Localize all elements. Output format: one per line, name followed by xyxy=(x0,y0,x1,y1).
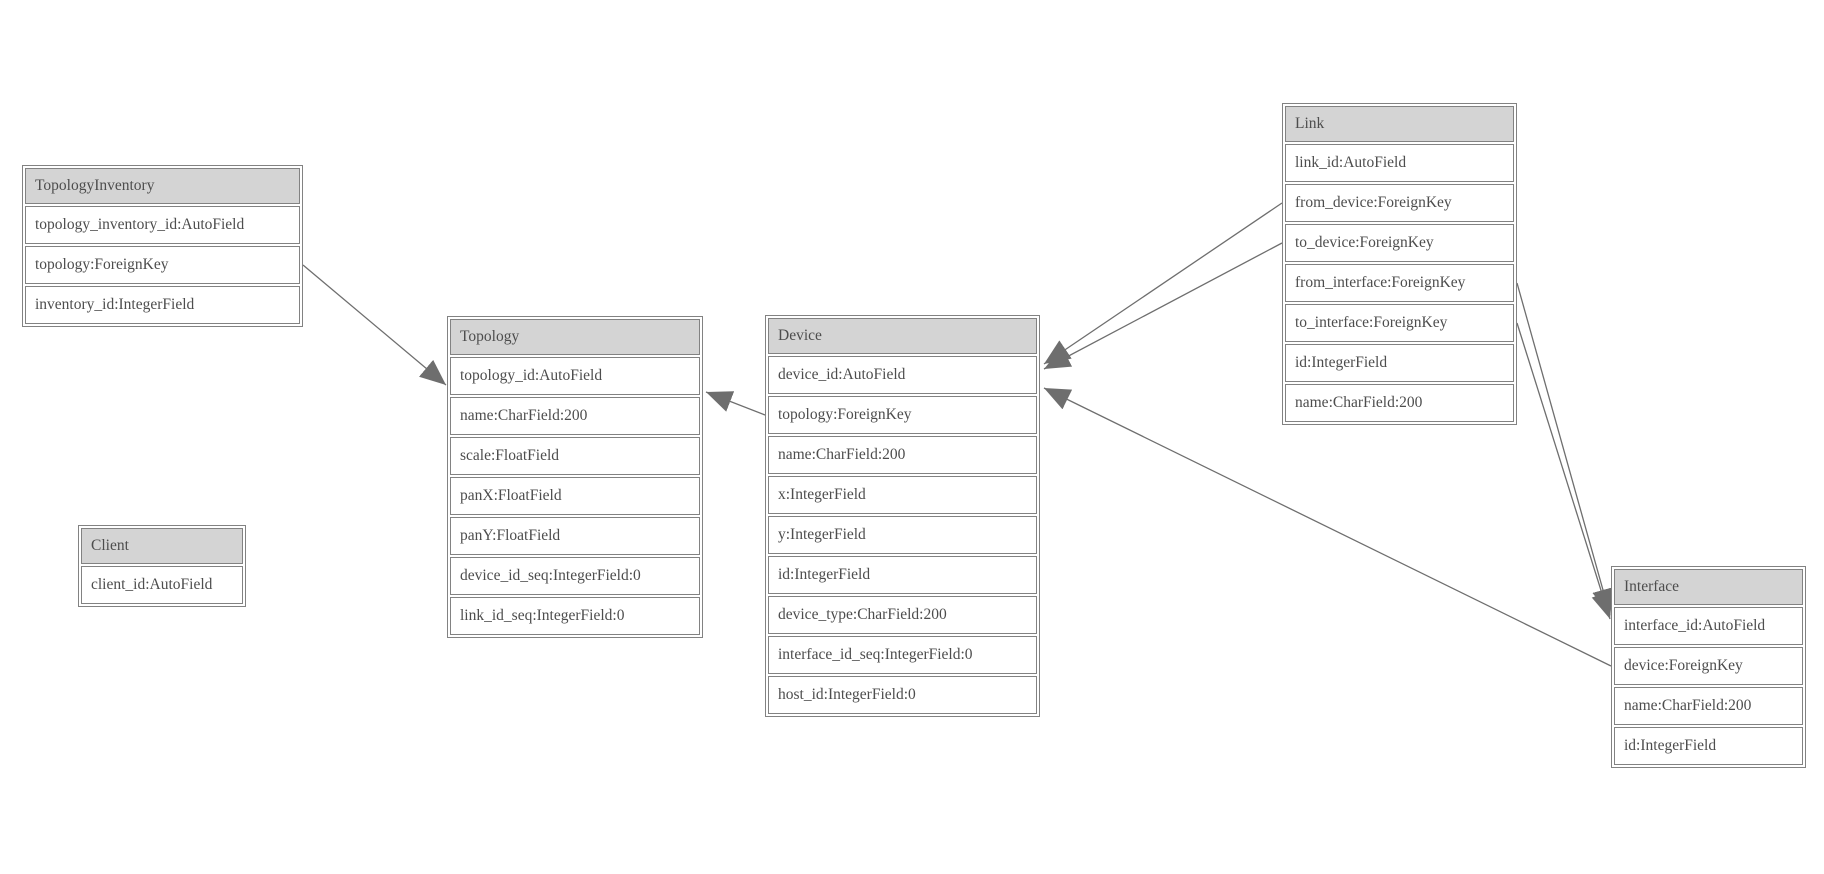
field-row-topology-inventory-1: topology:ForeignKey xyxy=(25,246,300,284)
field-row-topology-1: name:CharField:200 xyxy=(450,397,700,435)
field-row-topology-2: scale:FloatField xyxy=(450,437,700,475)
entity-title-topology-inventory: TopologyInventory xyxy=(25,168,300,204)
field-row-link-0: link_id:AutoField xyxy=(1285,144,1514,182)
field-row-device-1: topology:ForeignKey xyxy=(768,396,1037,434)
relationship-device.topology-to-topology xyxy=(705,391,766,416)
relationship-link.to-interface-to-interface xyxy=(1516,322,1613,620)
field-row-device-7: interface_id_seq:IntegerField:0 xyxy=(768,636,1037,674)
field-row-topology-4: panY:FloatField xyxy=(450,517,700,555)
relationship-link.from-device-to-device xyxy=(1043,202,1283,365)
field-row-device-6: device_type:CharField:200 xyxy=(768,596,1037,634)
entity-title-topology: Topology xyxy=(450,319,700,355)
relationship-link.from-interface-to-interface xyxy=(1516,282,1614,616)
field-row-device-5: id:IntegerField xyxy=(768,556,1037,594)
field-row-link-4: to_interface:ForeignKey xyxy=(1285,304,1514,342)
field-row-device-8: host_id:IntegerField:0 xyxy=(768,676,1037,714)
relationship-topology-inventory.topology-to-topology xyxy=(302,264,447,386)
field-row-interface-0: interface_id:AutoField xyxy=(1614,607,1803,645)
field-row-device-2: name:CharField:200 xyxy=(768,436,1037,474)
field-row-link-5: id:IntegerField xyxy=(1285,344,1514,382)
field-row-topology-inventory-0: topology_inventory_id:AutoField xyxy=(25,206,300,244)
entity-title-device: Device xyxy=(768,318,1037,354)
field-row-device-4: y:IntegerField xyxy=(768,516,1037,554)
field-row-link-1: from_device:ForeignKey xyxy=(1285,184,1514,222)
field-row-topology-inventory-2: inventory_id:IntegerField xyxy=(25,286,300,324)
field-row-link-3: from_interface:ForeignKey xyxy=(1285,264,1514,302)
entity-title-client: Client xyxy=(81,528,243,564)
relationship-interface.device-to-device xyxy=(1043,387,1612,667)
relationship-link.to-device-to-device xyxy=(1043,242,1283,370)
field-row-interface-1: device:ForeignKey xyxy=(1614,647,1803,685)
field-row-topology-5: device_id_seq:IntegerField:0 xyxy=(450,557,700,595)
field-row-topology-3: panX:FloatField xyxy=(450,477,700,515)
field-row-interface-2: name:CharField:200 xyxy=(1614,687,1803,725)
entity-title-link: Link xyxy=(1285,106,1514,142)
field-row-device-3: x:IntegerField xyxy=(768,476,1037,514)
field-row-link-6: name:CharField:200 xyxy=(1285,384,1514,422)
entity-title-interface: Interface xyxy=(1614,569,1803,605)
field-row-topology-0: topology_id:AutoField xyxy=(450,357,700,395)
field-row-device-0: device_id:AutoField xyxy=(768,356,1037,394)
field-row-interface-3: id:IntegerField xyxy=(1614,727,1803,765)
field-row-link-2: to_device:ForeignKey xyxy=(1285,224,1514,262)
field-row-client-0: client_id:AutoField xyxy=(81,566,243,604)
field-row-topology-6: link_id_seq:IntegerField:0 xyxy=(450,597,700,635)
